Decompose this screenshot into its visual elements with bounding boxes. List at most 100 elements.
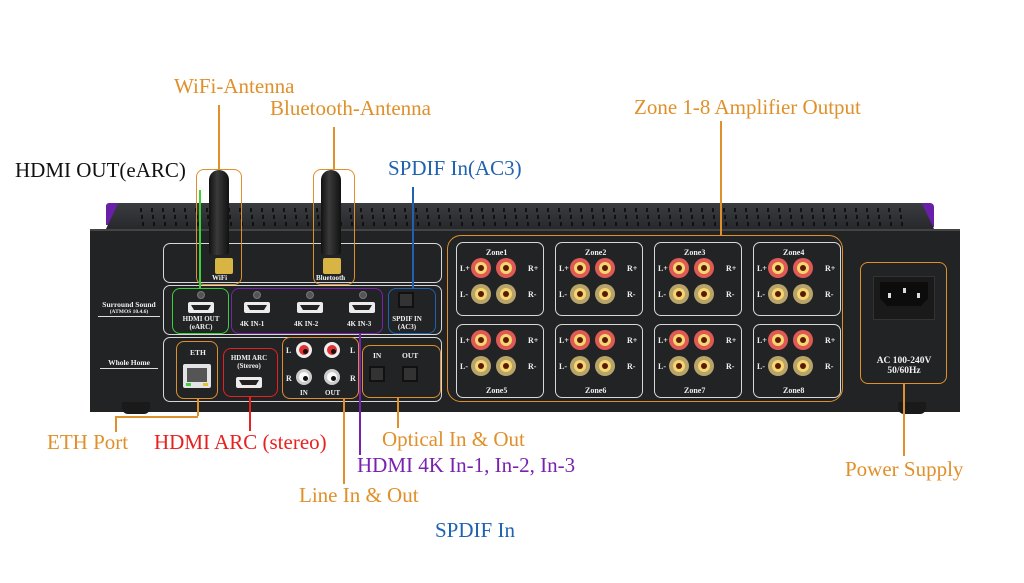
zone5-negative-right-terminal[interactable] bbox=[496, 356, 516, 376]
optical-in-out-callout: Optical In & Out bbox=[382, 427, 525, 451]
zone3-negative-right-terminal[interactable] bbox=[694, 284, 714, 304]
vent-slot bbox=[767, 208, 769, 212]
spdif-in-ac3-port[interactable] bbox=[398, 292, 414, 308]
vent-slot bbox=[878, 215, 880, 219]
zone5-positive-left-terminal[interactable] bbox=[471, 330, 491, 350]
zone4-negative-left-terminal[interactable] bbox=[768, 284, 788, 304]
eth-port-callout: ETH Port bbox=[47, 430, 129, 454]
iec-power-inlet[interactable] bbox=[873, 276, 935, 320]
zone2-positive-right-terminal[interactable] bbox=[595, 258, 615, 278]
line-out-left-rca[interactable] bbox=[324, 342, 340, 358]
bluetooth-antenna-highlight bbox=[313, 169, 355, 285]
zone7-negative-left-terminal[interactable] bbox=[669, 356, 689, 376]
vent-slot bbox=[459, 208, 461, 212]
zone-name-label: Zone4 bbox=[783, 248, 805, 257]
terminal-label-lp: L+ bbox=[460, 264, 470, 273]
line-in-left-rca[interactable] bbox=[296, 342, 312, 358]
rca-r-label-right: R bbox=[350, 374, 356, 383]
zone5-negative-left-terminal[interactable] bbox=[471, 356, 491, 376]
vent-slot bbox=[780, 222, 782, 226]
vent-slot bbox=[703, 222, 705, 226]
hdmi-out-earc-port[interactable] bbox=[188, 302, 214, 313]
spdif-ac3-highlight bbox=[388, 288, 436, 334]
zone-outputs-highlight bbox=[447, 235, 843, 402]
line-in-out-highlight bbox=[282, 337, 359, 399]
zone4-positive-left-terminal[interactable] bbox=[768, 258, 788, 278]
vent-slot bbox=[228, 208, 230, 212]
terminal-label-rp: R+ bbox=[528, 336, 539, 345]
vent-slot bbox=[373, 222, 375, 226]
zone6-positive-left-terminal[interactable] bbox=[570, 330, 590, 350]
line-in-out-leader-line bbox=[343, 399, 345, 484]
zone8-negative-left-terminal[interactable] bbox=[768, 356, 788, 376]
terminal-label-lp: L+ bbox=[559, 264, 569, 273]
zone2-positive-left-terminal[interactable] bbox=[570, 258, 590, 278]
zone5-positive-right-terminal[interactable] bbox=[496, 330, 516, 350]
zone7-positive-right-terminal[interactable] bbox=[694, 330, 714, 350]
hdmi-out-highlight bbox=[172, 288, 229, 334]
hdmi-4k-in-1-port[interactable] bbox=[244, 302, 270, 313]
vent-slot bbox=[779, 215, 781, 219]
zone1-negative-right-terminal[interactable] bbox=[496, 284, 516, 304]
zone1-positive-left-terminal[interactable] bbox=[471, 258, 491, 278]
zone3-negative-left-terminal[interactable] bbox=[669, 284, 689, 304]
terminal-label-rm: R- bbox=[528, 290, 537, 299]
spdif-ac3-leader-line bbox=[412, 187, 414, 288]
zone2-negative-left-terminal[interactable] bbox=[570, 284, 590, 304]
terminal-label-lm: L- bbox=[460, 290, 468, 299]
vent-slot bbox=[624, 208, 626, 212]
zone1-negative-left-terminal[interactable] bbox=[471, 284, 491, 304]
zone8-positive-left-terminal[interactable] bbox=[768, 330, 788, 350]
surround-panel bbox=[163, 285, 442, 335]
amplifier-rear-panel bbox=[90, 229, 960, 412]
optical-in-port[interactable] bbox=[369, 366, 385, 382]
vent-slot bbox=[548, 215, 550, 219]
vent-slot bbox=[559, 215, 561, 219]
vent-slot bbox=[581, 215, 583, 219]
zone1-positive-right-terminal[interactable] bbox=[496, 258, 516, 278]
vent-slot bbox=[284, 215, 286, 219]
vent-slot bbox=[681, 222, 683, 226]
screw-icon bbox=[253, 291, 261, 299]
zone8-positive-right-terminal[interactable] bbox=[793, 330, 813, 350]
ethernet-port[interactable] bbox=[183, 364, 211, 388]
line-out-right-rca[interactable] bbox=[324, 369, 340, 385]
vent-slot bbox=[888, 208, 890, 212]
hdmi-arc-stereo-port[interactable] bbox=[236, 377, 262, 388]
vent-slot bbox=[669, 215, 671, 219]
terminal-label-lm: L- bbox=[559, 362, 567, 371]
vent-slot bbox=[383, 215, 385, 219]
zone6-negative-left-terminal[interactable] bbox=[570, 356, 590, 376]
surround-sound-section-label: Surround Sound (ATMOS 10.4.6) bbox=[98, 300, 160, 317]
zone6-positive-right-terminal[interactable] bbox=[595, 330, 615, 350]
antenna-panel bbox=[163, 243, 442, 283]
bluetooth-antenna-connector bbox=[323, 258, 341, 274]
hdmi-arc-label: HDMI ARC(Stereo) bbox=[230, 354, 268, 370]
vent-slot bbox=[834, 215, 836, 219]
hdmi-4k-in-3-port[interactable] bbox=[349, 302, 375, 313]
zone-panel-3 bbox=[654, 242, 742, 316]
zone3-positive-right-terminal[interactable] bbox=[694, 258, 714, 278]
zone7-positive-left-terminal[interactable] bbox=[669, 330, 689, 350]
bluetooth-panel-label: Bluetooth bbox=[316, 274, 346, 282]
vent-slot bbox=[679, 208, 681, 212]
hdmi-4k-in-2-port[interactable] bbox=[297, 302, 323, 313]
zone7-negative-right-terminal[interactable] bbox=[694, 356, 714, 376]
power-leader-line bbox=[903, 384, 905, 456]
zone6-negative-right-terminal[interactable] bbox=[595, 356, 615, 376]
zone8-negative-right-terminal[interactable] bbox=[793, 356, 813, 376]
vent-slot bbox=[844, 208, 846, 212]
zone2-negative-right-terminal[interactable] bbox=[595, 284, 615, 304]
zone4-positive-right-terminal[interactable] bbox=[793, 258, 813, 278]
zone3-positive-left-terminal[interactable] bbox=[669, 258, 689, 278]
hdmi-4k-leader-line bbox=[359, 334, 361, 455]
line-in-right-rca[interactable] bbox=[296, 369, 312, 385]
zone-name-label: Zone6 bbox=[585, 386, 607, 395]
vent-slot bbox=[471, 215, 473, 219]
vent-slot bbox=[558, 208, 560, 212]
zone4-negative-right-terminal[interactable] bbox=[793, 284, 813, 304]
vent-slot bbox=[428, 222, 430, 226]
optical-out-port[interactable] bbox=[402, 366, 418, 382]
terminal-label-rp: R+ bbox=[726, 264, 737, 273]
vent-slot bbox=[272, 208, 274, 212]
